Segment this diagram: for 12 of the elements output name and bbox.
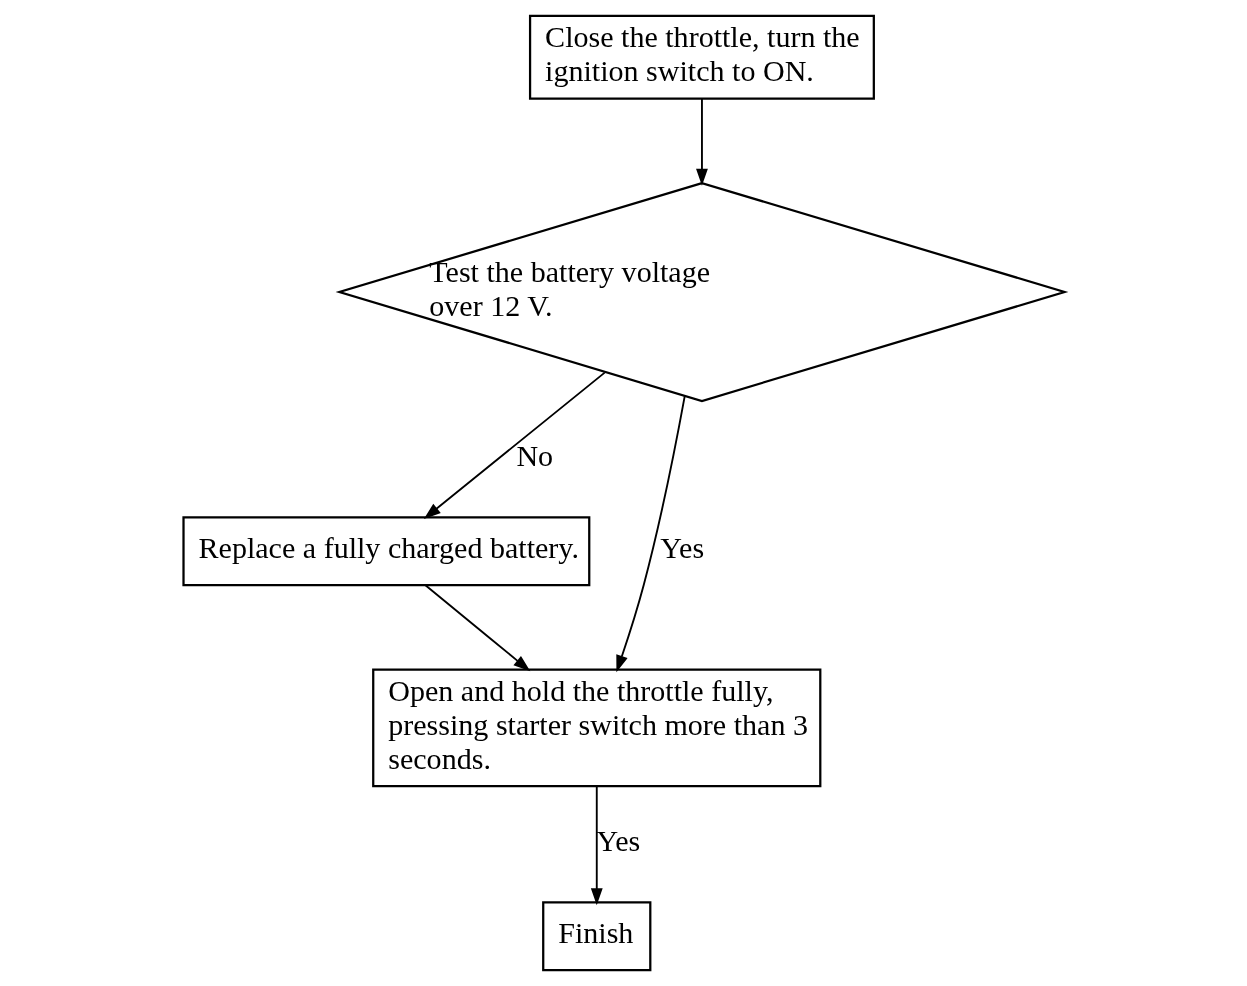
node-box: Finish [541, 901, 651, 972]
arrow [423, 371, 606, 519]
edge-label: Yes [659, 531, 704, 566]
edge-label: No [515, 439, 553, 474]
node-diamond: Test the battery voltage over 12 V. [335, 181, 1068, 403]
node-box: Close the throttle, turn the ignition switch to ON. [528, 14, 875, 100]
arrow [695, 97, 708, 186]
node-box: Open and hold the throttle fully, pressing starter switch more than 3 seconds. [371, 668, 821, 788]
arrow [615, 395, 686, 673]
arrow [424, 584, 530, 672]
node-box: Replace a fully charged battery. [181, 516, 590, 587]
arrow [590, 785, 603, 906]
